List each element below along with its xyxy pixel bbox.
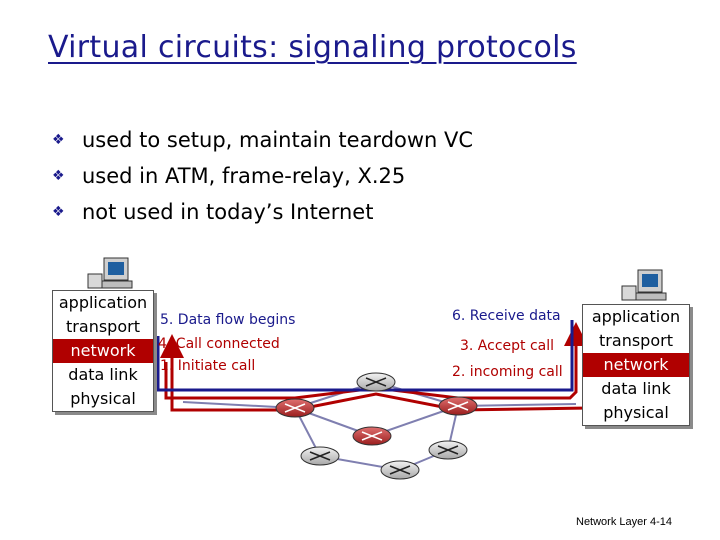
right-protocol-stack: application transport network data link … [582, 304, 690, 426]
layer-application: application [591, 307, 681, 326]
footer-page-label: Network Layer 4-14 [576, 516, 672, 528]
step-5-label: 5. Data flow begins [160, 312, 296, 328]
router-icon [352, 426, 392, 446]
layer-transport: transport [599, 331, 673, 350]
router-icon [428, 440, 468, 460]
step-4-label: 4. Call connected [158, 336, 280, 352]
bullet-list: ❖used to setup, maintain teardown VC ❖us… [52, 122, 473, 230]
layer-transport: transport [66, 317, 140, 336]
bullet-item: ❖used in ATM, frame-relay, X.25 [52, 158, 473, 194]
layer-data-link: data link [68, 365, 138, 384]
left-protocol-stack: application transport network data link … [52, 290, 154, 412]
computer-icon [621, 269, 667, 301]
computer-icon [87, 257, 133, 289]
layer-data-link: data link [601, 379, 671, 398]
layer-network: network [53, 339, 153, 363]
router-icon [275, 398, 315, 418]
layer-application: application [58, 293, 148, 312]
step-3-label: 3. Accept call [460, 338, 555, 354]
bullet-icon: ❖ [52, 168, 65, 184]
layer-physical: physical [70, 389, 136, 408]
layer-network: network [583, 353, 689, 377]
step-6-label: 6. Receive data [452, 308, 561, 324]
slide-title: Virtual circuits: signaling protocols [48, 30, 577, 65]
step-2-label: 2. incoming call [452, 364, 563, 380]
layer-physical: physical [603, 403, 669, 422]
bullet-icon: ❖ [52, 132, 65, 148]
data-flow-path [156, 320, 574, 392]
step-1-label: 1. Initiate call [160, 358, 256, 374]
bullet-item: ❖used to setup, maintain teardown VC [52, 122, 473, 158]
bullet-item: ❖not used in today’s Internet [52, 194, 473, 230]
router-icon [356, 372, 396, 392]
bullet-icon: ❖ [52, 204, 65, 220]
router-icon [438, 396, 478, 416]
router-icon [300, 446, 340, 466]
router-icon [380, 460, 420, 480]
